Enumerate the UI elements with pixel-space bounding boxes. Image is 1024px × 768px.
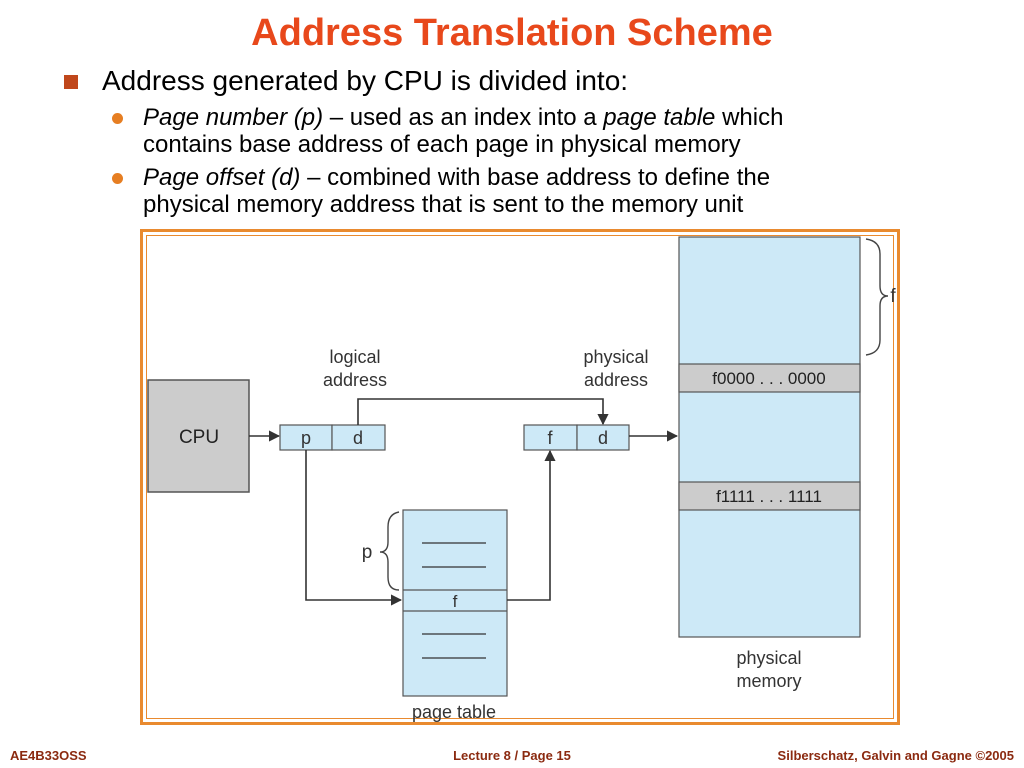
physical-address-label-2: address xyxy=(584,370,648,390)
logical-address-label-2: address xyxy=(323,370,387,390)
bullet-text: – used as an index into a xyxy=(323,104,604,131)
frame-number-arrow xyxy=(507,449,556,601)
translation-diagram: CPU logical address physical address p d… xyxy=(147,236,896,722)
cpu-box xyxy=(147,379,250,493)
square-bullet-icon xyxy=(64,75,78,89)
physical-memory-box xyxy=(678,236,861,638)
page-table-box xyxy=(402,509,508,697)
bullet-text: Address generated by CPU is divided into… xyxy=(102,65,629,96)
frame-start-row xyxy=(678,363,861,393)
footer-course: AE4B33OSS xyxy=(10,748,87,763)
physical-d-label: d xyxy=(598,428,608,448)
physical-memory-label-2: memory xyxy=(736,671,801,691)
page-table-p-label: p xyxy=(362,542,373,563)
bullet-page-number: Page number (p) – used as an index into … xyxy=(112,104,912,158)
memory-f-label: f xyxy=(890,286,896,307)
f-brace-icon xyxy=(865,238,889,356)
p-brace-icon xyxy=(379,511,400,591)
bullet-level1: Address generated by CPU is divided into… xyxy=(64,64,628,98)
round-bullet-icon xyxy=(112,113,123,124)
physical-address-label-1: physical xyxy=(583,347,648,367)
bullet-text: which xyxy=(715,104,784,131)
physical-memory-label-1: physical xyxy=(736,648,801,668)
bullet-text-line2: contains base address of each page in ph… xyxy=(143,131,741,158)
frame-end-label: f1111 . . . 1111 xyxy=(716,487,822,506)
page-table-label: page table xyxy=(412,702,496,722)
footer-page: Lecture 8 / Page 15 xyxy=(453,748,571,763)
round-bullet-icon xyxy=(112,173,123,184)
term-page-table: page table xyxy=(603,104,716,131)
page-number-arrow xyxy=(305,450,403,606)
slide-title: Address Translation Scheme xyxy=(251,12,773,54)
cpu-label: CPU xyxy=(179,427,219,448)
address-translation-figure: CPU logical address physical address p d… xyxy=(140,229,900,725)
logical-p-label: p xyxy=(301,428,311,448)
footer-copyright: Silberschatz, Galvin and Gagne ©2005 xyxy=(777,748,1014,763)
logical-address-label-1: logical xyxy=(329,347,380,367)
physical-f-label: f xyxy=(547,428,553,448)
offset-copy-arrow xyxy=(357,398,609,426)
bullet-page-offset: Page offset (d) – combined with base add… xyxy=(112,164,912,218)
page-table-f-label: f xyxy=(453,592,458,611)
physical-d-cell xyxy=(576,424,630,451)
bullet-text: – combined with base address to define t… xyxy=(300,164,771,191)
frame-end-row xyxy=(678,481,861,511)
bullet-text-line2: physical memory address that is sent to … xyxy=(143,191,744,218)
term-page-number: Page number (p) xyxy=(143,104,324,131)
term-page-offset: Page offset (d) xyxy=(143,164,301,191)
frame-start-label: f0000 . . . 0000 xyxy=(712,369,825,388)
logical-p-cell xyxy=(279,424,333,451)
logical-d-label: d xyxy=(353,428,363,448)
